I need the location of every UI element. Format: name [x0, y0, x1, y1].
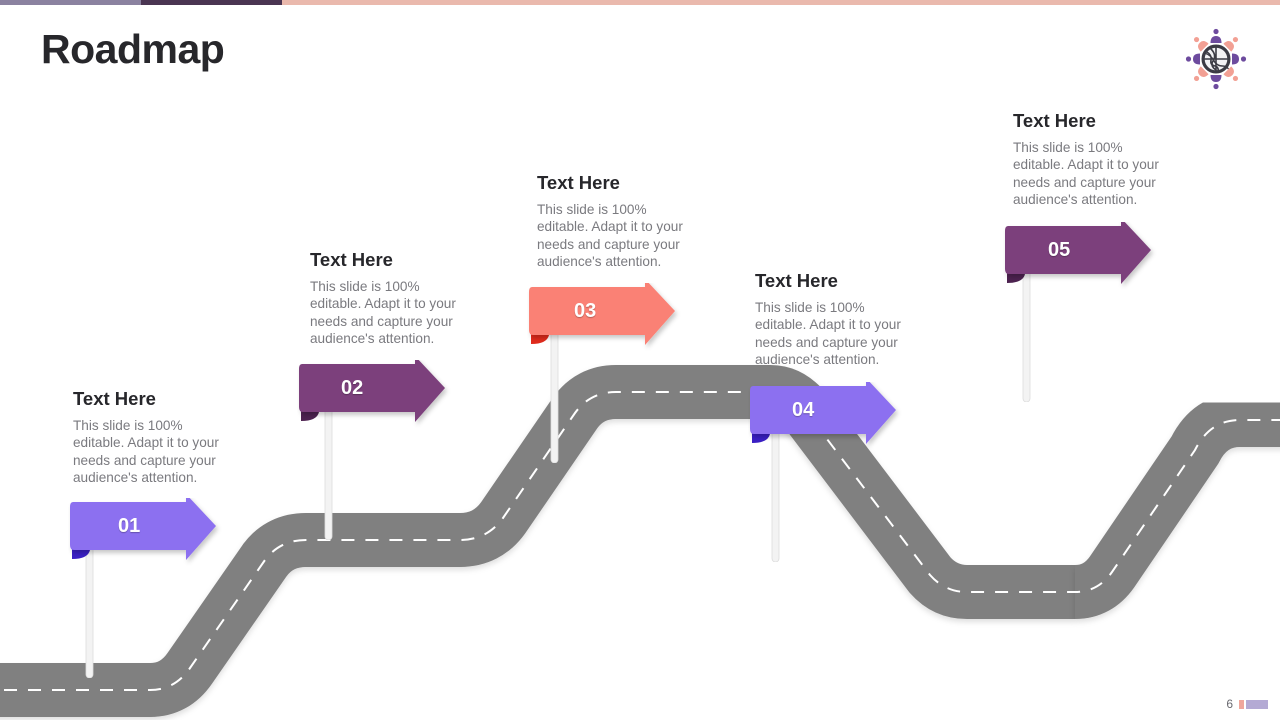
top-accent-segment-3 [282, 0, 1280, 5]
milestone-02[interactable]: Text Here This slide is 100% editable. A… [310, 249, 470, 348]
milestone-03-body: This slide is 100% editable. Adapt it to… [537, 202, 683, 270]
page-number: 6 [1226, 697, 1233, 711]
milestone-03-flag[interactable]: 03 [527, 283, 677, 463]
milestone-02-flag[interactable]: 02 [297, 360, 447, 540]
page-title: Roadmap [41, 26, 225, 72]
milestone-04-flag[interactable]: 04 [748, 382, 898, 562]
footer-accent-bar [1239, 699, 1268, 709]
top-accent-segment-2 [141, 0, 282, 5]
milestone-02-body: This slide is 100% editable. Adapt it to… [310, 279, 456, 347]
milestone-04[interactable]: Text Here This slide is 100% editable. A… [755, 270, 915, 369]
footer-accent-purple [1246, 699, 1268, 709]
milestone-05-flag[interactable]: 05 [1003, 222, 1153, 402]
milestone-03[interactable]: Text Here This slide is 100% editable. A… [537, 172, 697, 271]
milestone-05-body: This slide is 100% editable. Adapt it to… [1013, 140, 1159, 208]
milestone-05[interactable]: Text Here This slide is 100% editable. A… [1013, 110, 1173, 209]
milestone-04-title: Text Here [755, 270, 838, 291]
top-accent-bar [0, 0, 1280, 5]
globe-people-logo-icon [1180, 26, 1252, 92]
milestone-01-body: This slide is 100% editable. Adapt it to… [73, 418, 219, 486]
milestone-05-title: Text Here [1013, 110, 1096, 131]
milestone-01-flag[interactable]: 01 [68, 498, 218, 678]
milestone-01[interactable]: Text Here This slide is 100% editable. A… [73, 388, 233, 487]
milestone-04-body: This slide is 100% editable. Adapt it to… [755, 300, 901, 368]
milestone-02-title: Text Here [310, 249, 393, 270]
top-accent-segment-1 [0, 0, 141, 5]
milestone-01-title: Text Here [73, 388, 156, 409]
milestone-03-title: Text Here [537, 172, 620, 193]
footer-accent-salmon [1239, 699, 1244, 709]
footer: 6 [1226, 697, 1268, 711]
